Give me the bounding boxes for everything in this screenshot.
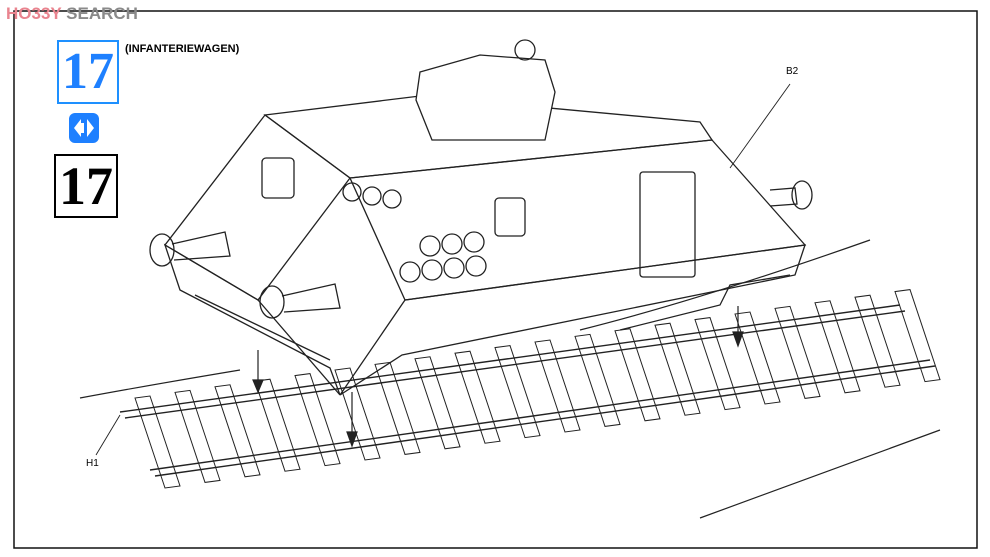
step-title: (INFANTERIEWAGEN): [125, 43, 240, 55]
leader-h1: [95, 414, 121, 456]
front-lower-face: [163, 243, 341, 396]
rail-far: [119, 304, 906, 419]
step-number-blue: 17: [57, 40, 119, 104]
sleepers: [134, 289, 941, 489]
step-number-black: 17: [54, 154, 118, 218]
vision-ports: [342, 182, 487, 283]
buffers: [149, 180, 813, 319]
side-hatch: [494, 197, 526, 237]
assemble-both-sides-icon: [69, 113, 99, 143]
side-door: [639, 171, 696, 278]
ground-line-front: [699, 429, 941, 519]
part-label-h1: H1: [86, 458, 99, 469]
hobbysearch-watermark: HO33Y SEARCH: [6, 4, 138, 24]
periscope: [514, 39, 536, 61]
leader-b2: [729, 83, 791, 169]
skirt: [194, 274, 791, 361]
turret: [415, 54, 556, 141]
front-hatch: [261, 157, 295, 199]
railcar-body: [149, 39, 813, 396]
part-label-b2: B2: [786, 66, 799, 77]
watermark-part1: HO33Y: [6, 4, 62, 23]
watermark-part2: SEARCH: [61, 4, 138, 23]
ground-line: [79, 239, 871, 399]
page-border: [13, 10, 978, 549]
assembly-arrows: [252, 306, 744, 448]
rail-near: [149, 359, 936, 477]
side-lower-face: [339, 244, 806, 396]
front-upper-face: [164, 114, 351, 301]
